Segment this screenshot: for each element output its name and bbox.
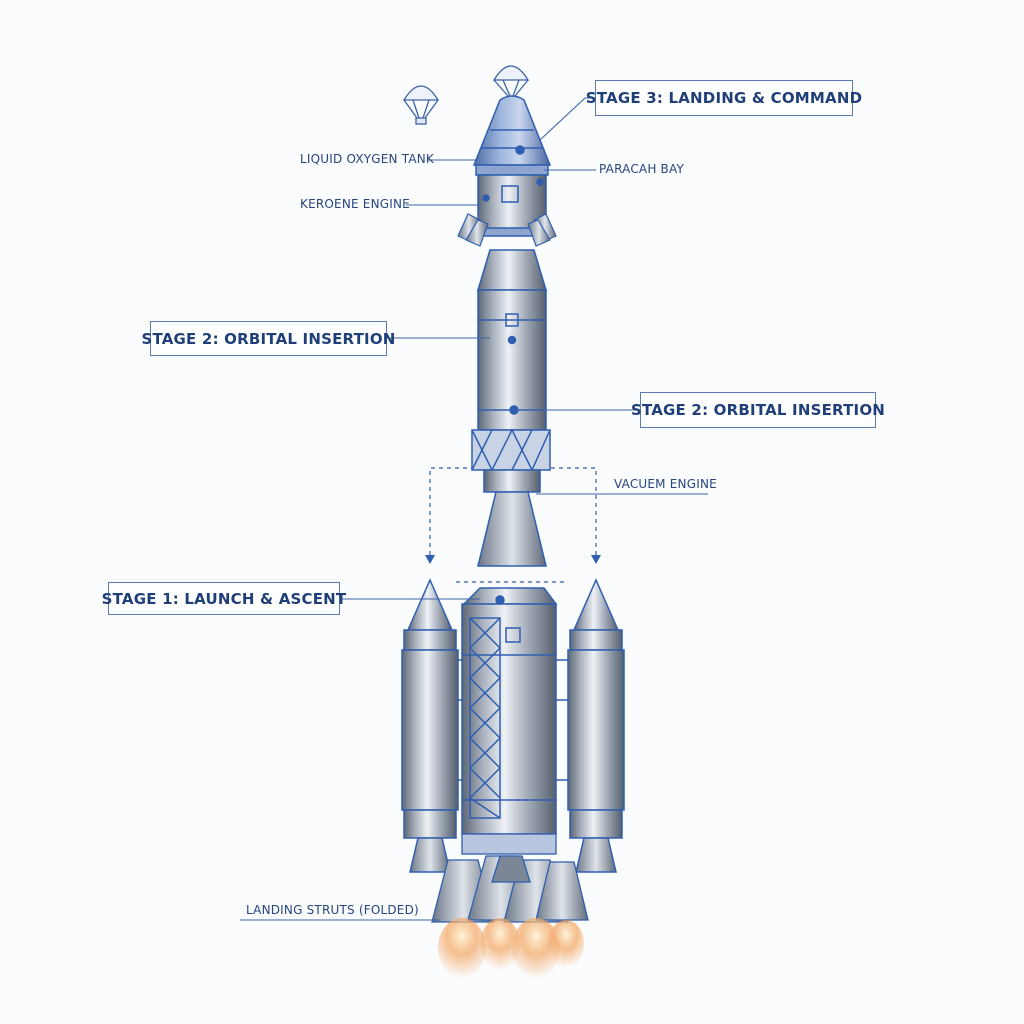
separation-arrows bbox=[425, 555, 601, 564]
stage3-capsule bbox=[472, 95, 552, 237]
exhaust-flames bbox=[438, 918, 584, 978]
vacuum-engine-label: VACUEM ENGINE bbox=[614, 477, 717, 491]
stage1-label: STAGE 1: LAUNCH & ASCENT bbox=[102, 582, 346, 615]
stage2-right-label: STAGE 2: ORBITAL INSERTION bbox=[631, 392, 885, 428]
main-engine-cluster bbox=[431, 833, 589, 923]
leader-lines bbox=[240, 97, 708, 921]
stage3-label: STAGE 3: LANDING & COMMAND bbox=[586, 80, 862, 116]
stage2-left-label: STAGE 2: ORBITAL INSERTION bbox=[141, 321, 395, 356]
booster-struts bbox=[458, 659, 568, 781]
parachute-bay-label: PARACAH BAY bbox=[599, 162, 684, 176]
kerosene-engine-thrusters bbox=[457, 213, 557, 247]
parachute-icon bbox=[402, 85, 440, 125]
right-booster bbox=[567, 578, 625, 873]
landing-struts-label: LANDING STRUTS (FOLDED) bbox=[246, 903, 419, 917]
stage2-body bbox=[471, 249, 551, 567]
lox-tank-label: LIQUID OXYGEN TANK bbox=[300, 152, 435, 166]
kerosene-engine-label: KEROENE ENGINE bbox=[300, 197, 410, 211]
parachute-icon bbox=[492, 65, 530, 97]
separation-guides bbox=[429, 467, 597, 583]
stage1-core bbox=[461, 587, 558, 835]
left-booster bbox=[401, 578, 459, 873]
